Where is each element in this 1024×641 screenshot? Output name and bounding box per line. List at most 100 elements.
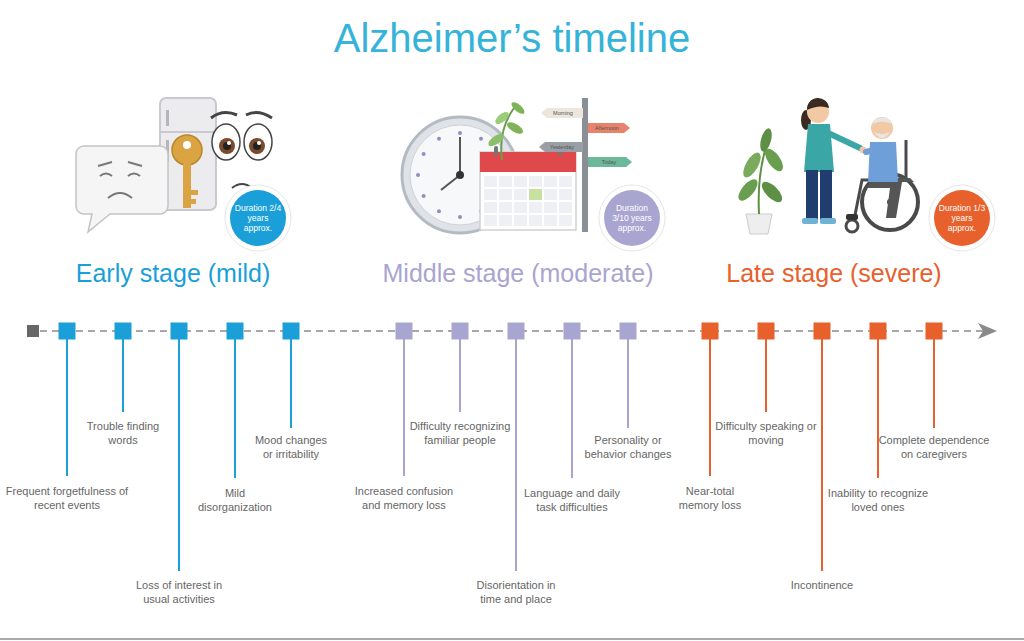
cartoon-brow [246, 113, 272, 118]
patient-legs [868, 178, 914, 218]
fridge-handle [166, 110, 169, 126]
patient-beard [874, 132, 890, 138]
clock-tick [479, 137, 483, 141]
symptom-label: Loss of interest in usual activities [124, 578, 234, 606]
timeline-marker [171, 323, 188, 340]
calendar-cell [514, 189, 527, 200]
duration-text: Duration 3/10 years approx. [608, 203, 656, 233]
wheelchair-caster [846, 220, 858, 232]
symptom-label: Mood changes or irritability [252, 433, 330, 461]
timeline-marker [620, 323, 637, 340]
circle-text-holder: Duration 1/3 years approx. [928, 184, 996, 252]
duration-text: Duration 2/4 years approx. [234, 203, 282, 233]
leader-line [515, 339, 517, 571]
clock-tick [437, 209, 441, 213]
nurse-leg [806, 170, 818, 220]
stage-heading: Late stage (severe) [674, 258, 994, 288]
calendar-cell [559, 189, 572, 200]
key-shaft [183, 164, 191, 208]
plant-pot [746, 214, 772, 234]
plant-leaf [740, 150, 764, 180]
clock-tick [422, 194, 426, 198]
leader-line [877, 339, 879, 478]
face-eye [100, 174, 112, 177]
face-eye [128, 174, 140, 177]
speech-bubble [76, 146, 168, 232]
calendar-cell [499, 189, 512, 200]
cartoon-highlight [227, 141, 231, 145]
leader-line [709, 339, 711, 476]
plant-leaf [759, 179, 786, 206]
calendar-ring [494, 146, 498, 156]
clock-center [456, 171, 464, 179]
cartoon-pupil [253, 142, 261, 150]
symptom-label: Trouble finding words [78, 419, 168, 447]
timeline-marker [926, 323, 943, 340]
cartoon-eye [212, 124, 240, 160]
calendar-cell [544, 189, 557, 200]
calendar-cell [499, 176, 512, 187]
circle-ring [929, 185, 995, 251]
symptom-label: Disorientation in time and place [466, 578, 566, 606]
calendar-cell [529, 189, 542, 200]
circle-fill [230, 190, 286, 246]
plant-leaf [486, 132, 505, 149]
sign-arrow [588, 123, 630, 133]
patient-arm [866, 150, 874, 152]
key-tooth [191, 199, 196, 204]
calendar-cell [484, 189, 497, 200]
calendar-cell [484, 176, 497, 187]
wheelchair-wheel [862, 174, 918, 230]
timeline-marker [758, 323, 775, 340]
timeline-marker [115, 323, 132, 340]
nurse-arm [826, 132, 860, 148]
nurse-shoe [820, 218, 836, 224]
timeline-marker [814, 323, 831, 340]
timeline-arrowhead [978, 323, 997, 339]
clock-tick [458, 131, 462, 135]
circle-ring [599, 185, 665, 251]
cartoon-brow [211, 113, 237, 118]
leader-line [627, 339, 629, 428]
nurse-leg [820, 170, 832, 220]
symptom-label: Inability to recognize loved ones [818, 486, 938, 514]
duration-circle: Duration 2/4 years approx. [224, 184, 292, 252]
calendar-cell [514, 215, 527, 226]
circle-text-holder: Duration 3/10 years approx. [598, 184, 666, 252]
calendar-page [480, 152, 576, 230]
calendar-cell [529, 176, 542, 187]
symptom-label: Difficulty speaking or moving [715, 419, 817, 447]
plant-leaf [505, 120, 525, 136]
leader-line [122, 339, 124, 412]
leader-line [821, 339, 823, 571]
calendar-cell [484, 202, 497, 213]
symptom-label: Difficulty recognizing familiar people [400, 419, 520, 447]
leader-line [178, 339, 180, 571]
bottom-rule [0, 639, 1024, 640]
clock-tick [422, 152, 426, 156]
circle-ring [225, 185, 291, 251]
fridge-door-line [160, 131, 216, 133]
patient-hair [872, 118, 892, 124]
plant-leaf [758, 127, 774, 153]
calendar-cell [544, 202, 557, 213]
circle-fill [934, 190, 990, 246]
timeline-markers [59, 323, 943, 572]
calendar-cell [559, 202, 572, 213]
calendar-cell [529, 202, 542, 213]
face-brow [128, 162, 142, 166]
circle-fill [604, 190, 660, 246]
stage-heading: Middle stage (moderate) [338, 258, 698, 288]
plant-leaf [493, 110, 510, 126]
leader-line [933, 339, 935, 428]
patient-head [871, 117, 893, 139]
calendar-cell [544, 215, 557, 226]
calendar-cell [499, 215, 512, 226]
sign-text: Afternoon [587, 125, 627, 131]
duration-circle: Duration 1/3 years approx. [928, 184, 996, 252]
timeline-start [27, 325, 39, 337]
clock-tick [437, 137, 441, 141]
